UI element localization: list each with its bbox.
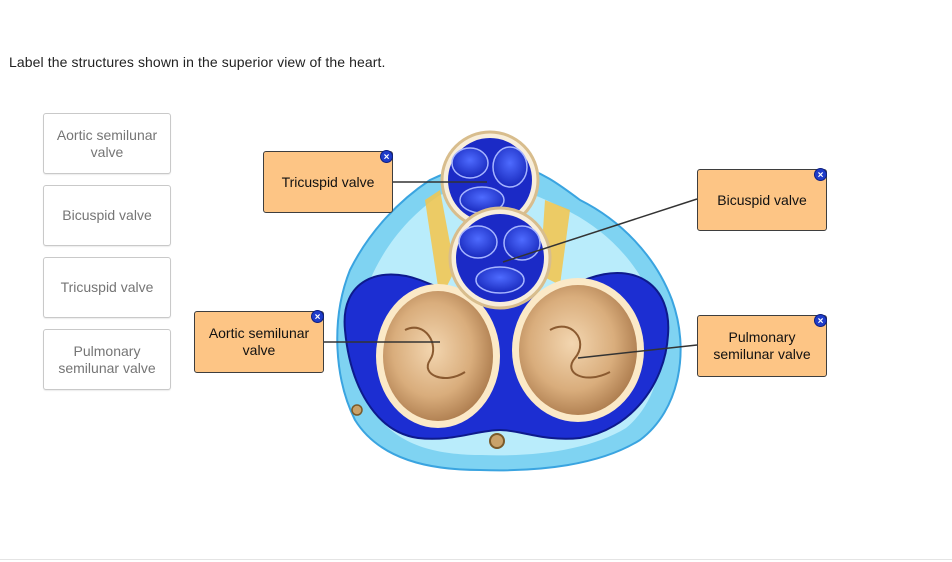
placed-label-pulmonary-semilunar[interactable]: Pulmonary semilunar valve [697,315,827,377]
bank-item-bicuspid-valve[interactable]: Bicuspid valve [43,185,171,246]
close-icon[interactable]: × [814,168,827,181]
close-icon[interactable]: × [814,314,827,327]
coronary-vessel [489,433,505,449]
coronary-vessel [351,404,363,416]
bank-item-pulmonary-semilunar-valve[interactable]: Pulmonary semilunar valve [43,329,171,390]
placed-label-tricuspid[interactable]: Tricuspid valve [263,151,393,213]
leader-line-pulmonary [577,344,698,359]
placed-label-aortic-semilunar[interactable]: Aortic semilunar valve [194,311,324,373]
left-valve-fold [404,326,466,379]
placed-label-bicuspid[interactable]: Bicuspid valve [697,169,827,231]
middle-valve-cusp [458,225,498,259]
right-valve-fold [549,325,611,379]
bottom-divider [0,559,952,560]
leader-line-bicuspid [502,198,698,263]
bank-item-aortic-semilunar-valve[interactable]: Aortic semilunar valve [43,113,171,174]
top-valve-cusp [492,146,528,188]
middle-valve-cusp [475,266,525,294]
right-tan-valve-inner [519,285,637,415]
top-valve-cusp [451,147,489,179]
close-icon[interactable]: × [311,310,324,323]
close-icon[interactable]: × [380,150,393,163]
middle-valve-cusp [503,225,541,261]
instruction-text: Label the structures shown in the superi… [9,54,386,70]
fat-patch [425,190,455,300]
left-tan-valve-inner [383,291,493,421]
bank-item-tricuspid-valve[interactable]: Tricuspid valve [43,257,171,318]
